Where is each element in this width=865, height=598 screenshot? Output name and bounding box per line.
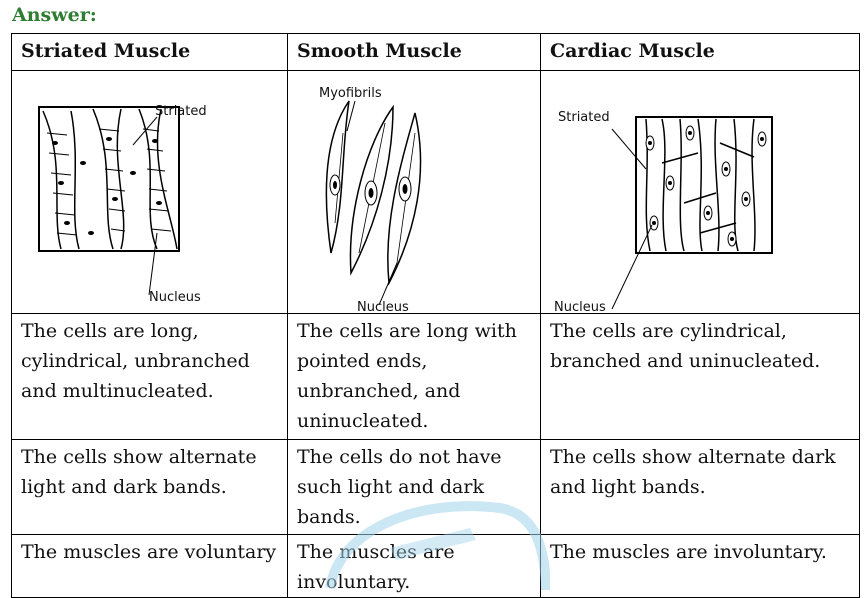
cardiac-nucleus-label: Nucleus <box>554 300 606 313</box>
diagram-row: Striated Nucleus <box>11 70 860 314</box>
cardiac-muscle-diagram: Striated Nucleus <box>554 110 773 313</box>
muscle-comparison-table: Striated Muscle Smooth Muscle Cardiac Mu… <box>11 33 860 598</box>
table-cell: The cells show alternate dark and light … <box>540 439 860 535</box>
table-row: The cells are long, cylindrical, unbranc… <box>11 313 860 440</box>
striated-muscle-diagram: Striated Nucleus <box>38 104 207 305</box>
striated-nucleus-label: Nucleus <box>149 290 201 305</box>
striated-diagram-cell: Striated Nucleus <box>11 70 288 314</box>
table-cell: The cells are long, cylindrical, unbranc… <box>11 313 288 440</box>
smooth-nucleus-label: Nucleus <box>357 300 409 313</box>
table-cell: The cells do not have such light and dar… <box>287 439 541 535</box>
table-row: The cells show alternate light and dark … <box>11 439 860 535</box>
answer-heading: Answer: <box>12 4 97 26</box>
table-cell: The muscles are voluntary <box>11 534 288 598</box>
table-cell: The muscles are involuntary. <box>287 534 541 598</box>
smooth-muscle-diagram: Myofibrils Nucleus <box>319 86 422 313</box>
striated-label: Striated <box>155 104 207 119</box>
table-cell: The muscles are involuntary. <box>540 534 860 598</box>
cardiac-diagram-cell: Striated Nucleus <box>540 70 860 314</box>
table-cell: The cells are cylindrical, branched and … <box>540 313 860 440</box>
table-row: The muscles are voluntary The muscles ar… <box>11 534 860 598</box>
header-cardiac: Cardiac Muscle <box>540 33 860 71</box>
cardiac-striated-label: Striated <box>558 110 610 125</box>
table-cell: The cells show alternate light and dark … <box>11 439 288 535</box>
header-smooth: Smooth Muscle <box>287 33 541 71</box>
header-striated: Striated Muscle <box>11 33 288 71</box>
header-row: Striated Muscle Smooth Muscle Cardiac Mu… <box>11 33 860 71</box>
smooth-diagram-cell: Myofibrils Nucleus <box>287 70 541 314</box>
myofibrils-label: Myofibrils <box>319 86 382 101</box>
table-cell: The cells are long with pointed ends, un… <box>287 313 541 440</box>
